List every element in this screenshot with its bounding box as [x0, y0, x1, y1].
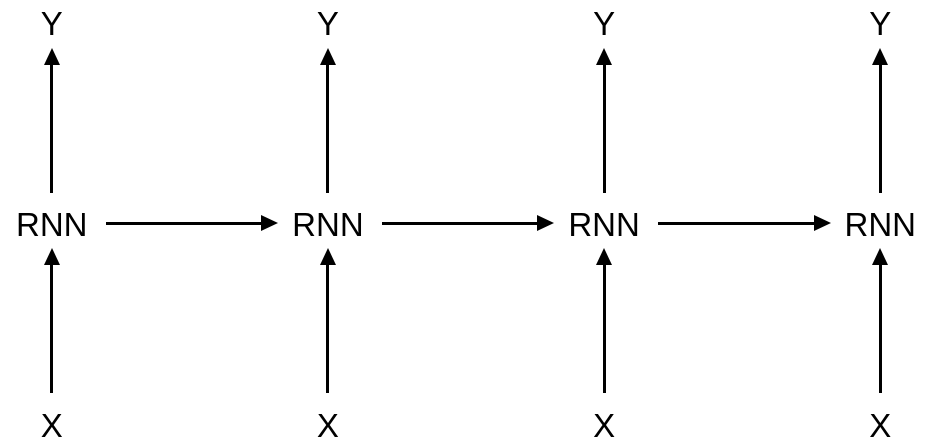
rnn-unit: Y RNN X: [844, 5, 917, 444]
cell-label: RNN: [844, 205, 917, 243]
output-label: Y: [593, 5, 616, 42]
input-label: X: [40, 406, 63, 444]
input-label: X: [593, 406, 616, 444]
output-label: Y: [40, 5, 63, 42]
rnn-unit: Y RNN X: [292, 5, 364, 444]
arrow-cell-to-output-icon: [326, 62, 330, 193]
input-label: X: [869, 406, 892, 444]
arrow-input-to-cell-icon: [50, 263, 54, 394]
arrow-cell-to-output-icon: [878, 62, 882, 193]
rnn-unit: Y RNN X: [16, 5, 88, 444]
output-label: Y: [316, 5, 339, 42]
arrow-input-to-cell-icon: [878, 263, 882, 394]
rnn-unit: Y RNN X: [568, 5, 640, 444]
arrow-cell-to-output-icon: [50, 62, 54, 193]
arrow-input-to-cell-icon: [602, 263, 606, 394]
output-label: Y: [869, 5, 892, 42]
arrow-input-to-cell-icon: [326, 263, 330, 394]
recurrent-arrow-icon: [657, 221, 815, 225]
cell-label: RNN: [568, 205, 640, 243]
recurrent-arrow-icon: [381, 221, 539, 225]
arrow-cell-to-output-icon: [602, 62, 606, 193]
cell-label: RNN: [292, 205, 364, 243]
recurrent-arrow-icon: [105, 221, 263, 225]
cell-label: RNN: [16, 205, 88, 243]
input-label: X: [316, 406, 339, 444]
